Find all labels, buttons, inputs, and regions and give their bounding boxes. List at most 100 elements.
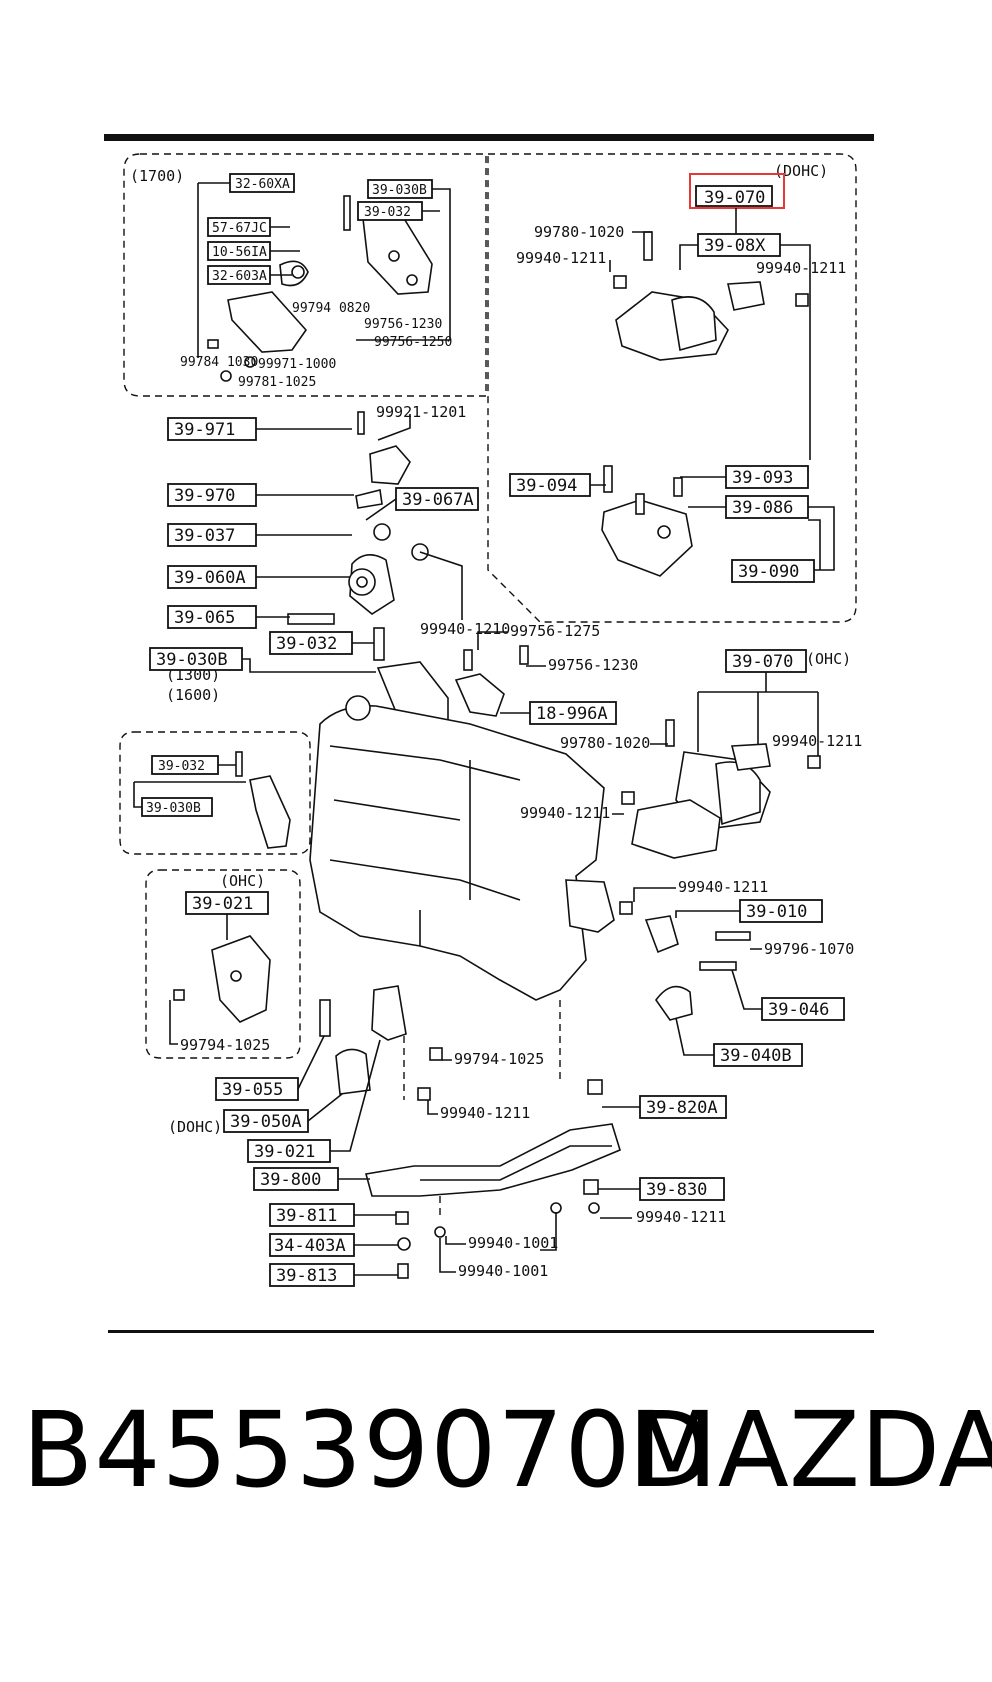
plain-part-label: 99756-1275 — [510, 622, 600, 640]
part-number-label: 39-830 — [646, 1180, 707, 1200]
plain-part-label: 99940-1001 — [458, 1262, 548, 1280]
leader-line — [297, 1035, 452, 1152]
part-number-label: 39-060A — [174, 568, 246, 588]
highlight-box — [689, 173, 785, 209]
plain-part-label: 99940-1211 — [678, 878, 768, 896]
part-number-label: 39-021 — [192, 894, 253, 914]
plain-part-label: 99756-1250 — [374, 335, 452, 350]
caption-dohc-bottom: (DOHC) — [168, 1118, 222, 1136]
plain-part-label: 99756-1230 — [364, 317, 442, 332]
bottom-rule — [108, 1330, 874, 1333]
leader-line — [590, 476, 835, 571]
caption-ohc-left: (OHC) — [220, 872, 265, 890]
part-number-label: 39-800 — [260, 1170, 321, 1190]
part-ohc-mount — [621, 719, 821, 859]
part-number-label: 39-086 — [732, 498, 793, 518]
part-number-label: 39-094 — [516, 476, 577, 496]
dashed-connector — [403, 1000, 561, 1220]
part-number-label: 39-030B — [146, 801, 201, 816]
part-number-label: 10-56IA — [212, 245, 267, 260]
plain-part-label: 99940-1211 — [516, 249, 606, 267]
part-number-label: 39-065 — [174, 608, 235, 628]
part-number-label: 39-040B — [720, 1046, 792, 1066]
part-number-label: 39-032 — [364, 205, 411, 220]
part-number-label: 39-021 — [254, 1142, 315, 1162]
part-dohc-mount — [601, 231, 809, 577]
leader-line — [633, 887, 762, 1056]
leader-line — [477, 631, 546, 714]
part-number-label: 39-030B — [372, 183, 427, 198]
part-number-label: 32-603A — [212, 269, 267, 284]
part-lower-left-mount — [319, 985, 443, 1101]
part-number-label: 39-032 — [158, 759, 205, 774]
part-number-label: 39-055 — [222, 1080, 283, 1100]
part-number-label: 39-030B — [156, 650, 228, 670]
part-engine-block — [309, 695, 615, 1001]
part-crossmember — [364, 1079, 621, 1279]
top-rule — [104, 134, 874, 141]
plain-part-label: 99971-1000 — [258, 357, 336, 372]
part-number-label: 39-046 — [768, 1000, 829, 1020]
part-number-label: 39-971 — [174, 420, 235, 440]
part-number-label: 39-970 — [174, 486, 235, 506]
plain-part-label: 99940-1211 — [636, 1208, 726, 1226]
part-number-label-highlighted: 39-070 — [704, 188, 765, 208]
plain-part-label: 99940-1210 — [420, 620, 510, 638]
part-lower-right-mount — [619, 901, 751, 1021]
leader-line — [612, 743, 668, 815]
part-number-label: 39-050A — [230, 1112, 302, 1132]
part-number-label: 39-037 — [174, 526, 235, 546]
part-1700-bracket — [207, 195, 433, 382]
part-number-label: 39-032 — [276, 634, 337, 654]
caption-dohc-top: (DOHC) — [774, 162, 828, 180]
plain-part-label: 99796-1070 — [764, 940, 854, 958]
part-number-box — [731, 559, 815, 583]
part-ohc-left-bracket — [173, 935, 271, 1023]
plain-part-label: 99756-1230 — [548, 656, 638, 674]
part-number-label: 39-820A — [646, 1098, 718, 1118]
plain-part-label: 99940-1001 — [468, 1234, 558, 1252]
footer-brand: MAZDA — [628, 1389, 992, 1511]
footer-part-number: B45539070D — [22, 1389, 713, 1511]
part-number-label: 39-090 — [738, 562, 799, 582]
part-number-label: 32-60XA — [235, 177, 290, 192]
part-number-label: 39-070 — [732, 652, 793, 672]
leader-line — [169, 914, 228, 1045]
leader-line — [338, 1106, 640, 1276]
part-number-label: 34-403A — [274, 1236, 346, 1256]
plain-part-label: 99780-1020 — [534, 223, 624, 241]
plain-part-label: 99940-1211 — [756, 259, 846, 277]
part-number-label: 39-093 — [732, 468, 793, 488]
plain-part-label: 99794-1025 — [454, 1050, 544, 1068]
caption-ohc-right: (OHC) — [806, 650, 851, 668]
plain-part-label: 99940-1211 — [520, 804, 610, 822]
caption-1600: (1600) — [166, 686, 220, 704]
plain-part-label: 99780-1020 — [560, 734, 650, 752]
part-upper-mount — [287, 411, 449, 745]
part-number-label: 39-08X — [704, 236, 766, 256]
part-1300-1600-bracket — [454, 645, 529, 717]
footer: B45539070D MAZDA — [0, 1380, 992, 1520]
part-inset-bracket — [235, 751, 291, 849]
part-number-label: 39-067A — [402, 490, 474, 510]
leader-line — [133, 764, 246, 808]
part-number-label: 39-813 — [276, 1266, 337, 1286]
part-number-box — [695, 185, 773, 207]
part-number-label: 57-67JC — [212, 221, 267, 236]
part-number-label: 39-010 — [746, 902, 807, 922]
leader-line — [197, 182, 451, 358]
leader-line — [609, 208, 811, 460]
plain-part-label: 99921-1201 — [376, 403, 466, 421]
leader-line — [697, 672, 819, 756]
plain-part-label: 99940-1211 — [440, 1104, 530, 1122]
leader-line — [242, 414, 463, 673]
group-outline-1300-1600 — [119, 731, 311, 855]
plain-part-label: 99784 1030 — [180, 355, 258, 370]
caption-1700: (1700) — [130, 167, 184, 185]
plain-part-label: 99794-1025 — [180, 1036, 270, 1054]
part-number-label: 18-996A — [536, 704, 608, 724]
plain-part-label: 99781-1025 — [238, 375, 316, 390]
plain-part-label: 99794 0820 — [292, 301, 370, 316]
plain-part-label: 99940-1211 — [772, 732, 862, 750]
